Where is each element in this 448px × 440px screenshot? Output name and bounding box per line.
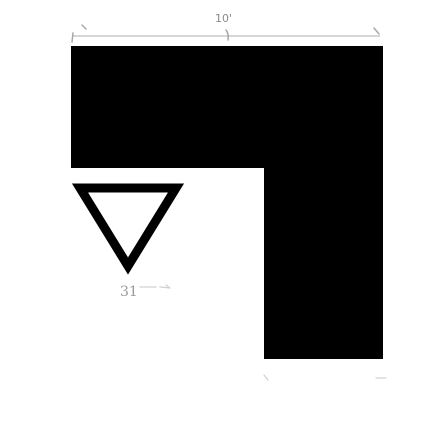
triangle-label: 31 bbox=[120, 284, 138, 300]
top-dimension: 10' bbox=[71, 12, 380, 43]
dimension-tick-left bbox=[71, 32, 74, 43]
l-shaped-block bbox=[71, 46, 383, 359]
bottom-mark-left bbox=[263, 374, 269, 381]
top-dimension-label: 10' bbox=[215, 12, 232, 25]
down-triangle-icon bbox=[71, 183, 185, 275]
dimension-tick-top-left bbox=[81, 24, 87, 30]
dimension-tick-mid bbox=[225, 29, 229, 41]
dimension-tick-right bbox=[373, 27, 380, 35]
triangle-label-arrow bbox=[159, 284, 171, 289]
